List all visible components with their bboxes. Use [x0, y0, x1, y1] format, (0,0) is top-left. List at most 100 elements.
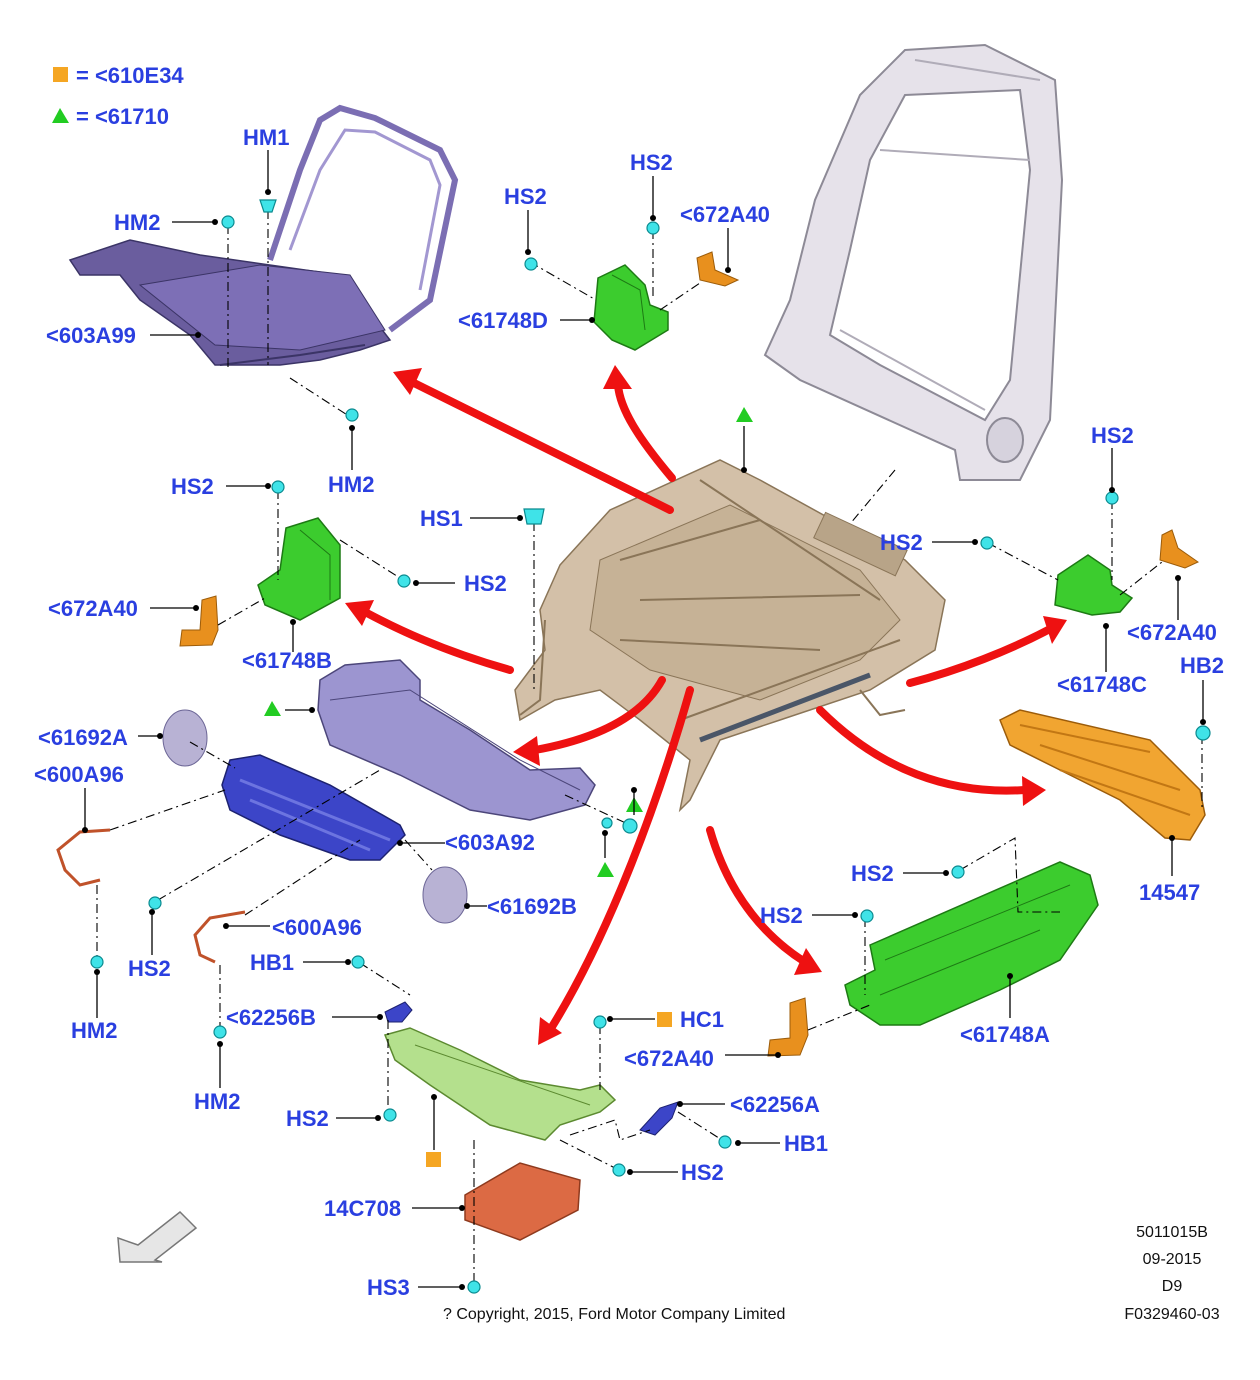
clip-672a40-top [696, 251, 740, 287]
assembly-lines [96, 210, 1203, 1285]
screw-icon [980, 536, 994, 550]
screw-icon [383, 1108, 397, 1122]
footer: ? Copyright, 2015, Ford Motor Company Li… [443, 1224, 1220, 1323]
label-14c708: 14C708 [324, 1196, 401, 1221]
label-hm2-lower: HM2 [194, 1089, 240, 1114]
bracket-61748c [1054, 554, 1134, 616]
screw-icon [397, 574, 411, 588]
bracket-61748b [257, 517, 341, 621]
label-hs3: HS3 [367, 1275, 410, 1300]
module-14547 [999, 709, 1206, 841]
clip-672a40-bottom [767, 997, 809, 1057]
screw-icon [523, 508, 545, 525]
diagram-code-2: 09-2015 [1143, 1251, 1202, 1268]
screw-icon [524, 257, 538, 271]
legend-square-icon [53, 67, 68, 82]
label-hm2-pan: HM2 [328, 472, 374, 497]
label-hm2-top: HM2 [114, 210, 160, 235]
bracket-61748d [593, 264, 669, 351]
label-61692b: <61692B [487, 894, 577, 919]
module-14c708 [464, 1162, 581, 1241]
explosion-arrows [345, 365, 1067, 1045]
label-hb1-right: HB1 [784, 1131, 828, 1156]
screw-icon [90, 955, 104, 969]
label-hs2-b-right: HS2 [464, 571, 507, 596]
screw-icon [467, 1280, 481, 1294]
label-603a99: <603A99 [46, 323, 136, 348]
screw-icon [345, 408, 359, 422]
part-labels: HM1 HM2 <603A99 HM2 HS2 HS2 <672A40 <617… [34, 125, 1224, 1300]
latch-62256b [384, 1001, 413, 1023]
harness-600a96-b [193, 910, 246, 964]
label-672a40-left: <672A40 [48, 596, 138, 621]
screw-icon [601, 817, 613, 829]
label-hb1-left: HB1 [250, 950, 294, 975]
seat-back-frame [763, 43, 1064, 481]
label-62256b: <62256B [226, 1005, 316, 1030]
label-61748c: <61748C [1057, 672, 1147, 697]
shield-61748a [844, 861, 1099, 1026]
label-600a96-left: <600A96 [34, 762, 124, 787]
side-shield-61692a [162, 709, 208, 767]
seat-cushion-wire [267, 104, 459, 333]
screw-icon [646, 221, 660, 235]
label-hc1: HC1 [680, 1007, 724, 1032]
leader-lines [82, 150, 1206, 1290]
latch-62256a [639, 1101, 679, 1136]
label-14547: 14547 [1139, 880, 1200, 905]
diagram-code-3: D9 [1162, 1278, 1183, 1295]
screw-icon [951, 865, 965, 879]
triangle-marker-icon [264, 701, 281, 716]
label-hs2-c-top: HS2 [1091, 423, 1134, 448]
clip-672a40-right [1159, 529, 1199, 569]
label-hs2-a-left: HS2 [760, 903, 803, 928]
bolt-icon [351, 955, 365, 969]
screw-icon [213, 1025, 227, 1039]
label-61748a: <61748A [960, 1022, 1050, 1047]
bolt-icon [1195, 725, 1211, 741]
label-61748d: <61748D [458, 308, 548, 333]
square-marker-icon [657, 1012, 672, 1027]
label-672a40-bottom: <672A40 [624, 1046, 714, 1071]
seat-track-frame [514, 459, 946, 813]
screw-icon [259, 199, 277, 213]
label-hs1: HS1 [420, 506, 463, 531]
label-62256a: <62256A [730, 1092, 820, 1117]
front-direction-arrow-icon [117, 1210, 198, 1263]
label-hs2-d-left: HS2 [504, 184, 547, 209]
label-hm2-left: HM2 [71, 1018, 117, 1043]
label-603a92: <603A92 [445, 830, 535, 855]
legend: = <610E34 = <61710 [52, 63, 184, 129]
side-shield-61692b [422, 866, 468, 924]
harness-600a96-a [56, 828, 111, 887]
label-hs2-c-left: HS2 [880, 530, 923, 555]
label-hs2-cushion: HS2 [128, 956, 171, 981]
triangle-marker-icon [736, 407, 753, 422]
clip-672a40-left [179, 595, 219, 647]
label-61748b: <61748B [242, 648, 332, 673]
seat-cushion-pan [68, 239, 392, 366]
screw-icon [271, 480, 285, 494]
bracket-plate-green [383, 1027, 617, 1141]
cushion-blue [221, 754, 406, 861]
label-672a40-right: <672A40 [1127, 620, 1217, 645]
label-hb2: HB2 [1180, 653, 1224, 678]
label-672a40-top: <672A40 [680, 202, 770, 227]
screw-icon [593, 1015, 607, 1029]
legend-square-text: = <610E34 [76, 63, 184, 88]
screw-icon [622, 818, 638, 834]
legend-triangle-text: = <61710 [76, 104, 169, 129]
label-hs2-d-top: HS2 [630, 150, 673, 175]
label-hs2-plate-left: HS2 [286, 1106, 329, 1131]
label-61692a: <61692A [38, 725, 128, 750]
fasteners [90, 199, 1211, 1294]
label-hm1: HM1 [243, 125, 289, 150]
label-hs2-b-top: HS2 [171, 474, 214, 499]
screw-icon [860, 909, 874, 923]
diagram-code-4: F0329460-03 [1124, 1306, 1219, 1323]
label-hs2-a-right: HS2 [851, 861, 894, 886]
copyright-text: ? Copyright, 2015, Ford Motor Company Li… [443, 1306, 785, 1323]
triangle-marker-icon [597, 862, 614, 877]
screw-icon [221, 215, 235, 229]
